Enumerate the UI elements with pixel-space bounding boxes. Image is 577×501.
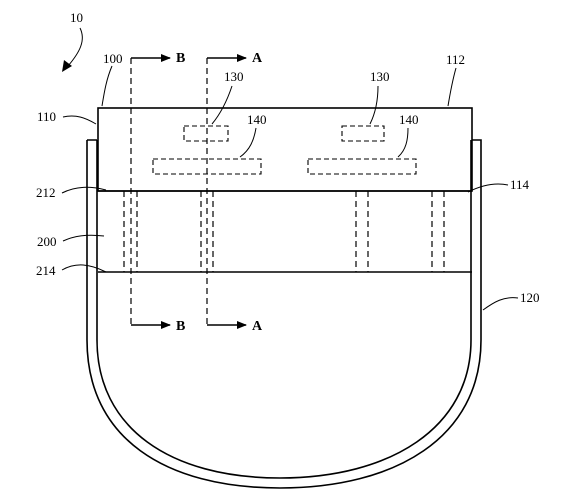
- section-label-b-top: B: [176, 51, 185, 66]
- figure-ref-label: 10: [70, 10, 83, 25]
- leader-130-left: [211, 85, 233, 125]
- figure-ref-arrowhead: [62, 60, 72, 72]
- ref-label-140-left: 140: [247, 112, 267, 127]
- leader-110: [62, 115, 97, 125]
- leader-114: [467, 183, 509, 193]
- ref-label-130-right: 130: [370, 69, 390, 84]
- ref-label-112: 112: [446, 52, 465, 67]
- leader-200: [62, 234, 105, 242]
- ref-label-100: 100: [103, 51, 123, 66]
- ref-label-214: 214: [36, 263, 56, 278]
- leader-130-right: [369, 85, 379, 125]
- leader-212: [61, 186, 107, 194]
- leader-214: [61, 264, 107, 273]
- element-130-left: [183, 125, 229, 142]
- outer-shell-120: [86, 139, 482, 489]
- ref-label-140-right: 140: [399, 112, 419, 127]
- element-130-right: [341, 125, 385, 142]
- ref-label-212: 212: [36, 185, 56, 200]
- band-dashed-channels: [123, 191, 445, 272]
- section-label-a-top: A: [252, 51, 263, 66]
- leader-112: [447, 67, 457, 107]
- leader-140-left: [239, 127, 257, 158]
- ref-label-200: 200: [37, 234, 57, 249]
- inner-shell-120: [87, 139, 472, 479]
- leader-100: [101, 65, 113, 107]
- ref-label-130-left: 130: [224, 69, 244, 84]
- figure-ref-arrow: [67, 27, 83, 67]
- section-label-a-bottom: A: [252, 319, 263, 334]
- leader-120: [482, 297, 519, 311]
- ref-label-114: 114: [510, 177, 530, 192]
- leader-140-right: [397, 127, 409, 158]
- section-label-b-bottom: B: [176, 319, 185, 334]
- ref-label-120: 120: [520, 290, 540, 305]
- element-140-right: [307, 158, 417, 175]
- ref-label-110: 110: [37, 109, 56, 124]
